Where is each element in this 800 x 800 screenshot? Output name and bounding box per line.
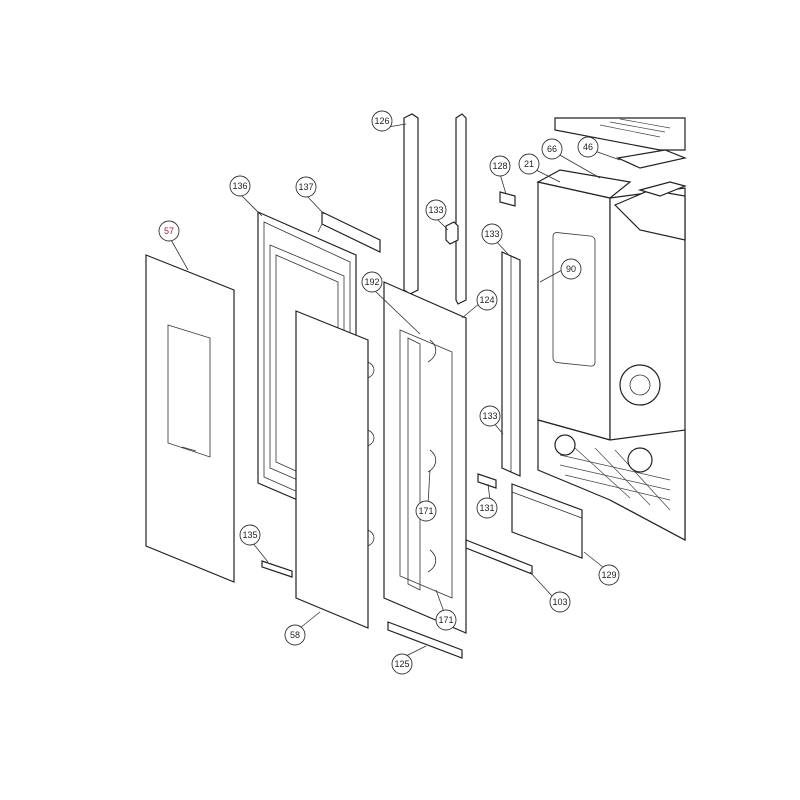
base-grid (559, 447, 671, 511)
callout-66: 66 (541, 138, 563, 160)
callout-label: 124 (479, 295, 494, 305)
callout-135: 135 (239, 524, 261, 546)
callout-136: 136 (229, 175, 251, 197)
callout-126: 126 (371, 110, 393, 132)
part-137-top-bracket (317, 211, 381, 253)
callout-128: 128 (489, 155, 511, 177)
part-133-top-clip (445, 221, 459, 245)
callout-171-upper: 171 (415, 500, 437, 522)
callout-label: 66 (547, 144, 557, 154)
callout-171-lower: 171 (435, 609, 457, 631)
callout-label: 128 (492, 161, 507, 171)
cabinet-top (536, 169, 632, 199)
pellet-hopper (613, 189, 686, 241)
callout-21: 21 (518, 153, 540, 175)
leader-lines (169, 123, 621, 657)
part-135-small-rail (261, 560, 293, 578)
callout-label: 90 (566, 264, 576, 274)
part-57-front-glass-panel (145, 254, 235, 583)
callout-label: 57 (164, 226, 174, 236)
callout-124: 124 (476, 289, 498, 311)
cabinet-front-frame (537, 181, 611, 441)
callout-137: 137 (295, 176, 317, 198)
callout-label: 131 (479, 503, 494, 513)
part-125-base-rail (387, 621, 463, 659)
part-124-door-panel (383, 281, 467, 634)
callout-57: 57 (158, 220, 180, 242)
callout-133-low: 133 (479, 405, 501, 427)
callout-label: 133 (484, 229, 499, 239)
callout-label: 21 (524, 159, 534, 169)
feed-motor (554, 434, 576, 456)
callout-125: 125 (391, 653, 413, 675)
stove-body (536, 117, 688, 541)
callout-label: 133 (428, 205, 443, 215)
callout-46: 46 (577, 136, 599, 158)
callout-label: 171 (438, 615, 453, 625)
part-131-clip (477, 473, 497, 489)
callout-label: 192 (364, 277, 379, 287)
callout-label: 133 (482, 411, 497, 421)
cabinet-window (552, 232, 596, 367)
part-129-bottom-plate (511, 483, 583, 559)
callout-label: 135 (242, 530, 257, 540)
callout-label: 136 (232, 181, 247, 191)
part-103-bottom-rail (465, 539, 533, 575)
callout-192: 192 (361, 271, 383, 293)
top-grill-plate (554, 117, 686, 151)
top-cover-plate (615, 149, 688, 169)
part-126-vertical-rail (403, 113, 467, 305)
hopper-lid (637, 181, 687, 197)
callout-label: 125 (394, 659, 409, 669)
callout-label: 129 (601, 570, 616, 580)
callout-label: 103 (552, 597, 567, 607)
callout-label: 171 (418, 506, 433, 516)
callout-label: 137 (298, 182, 313, 192)
top-grill-slats (599, 118, 671, 138)
callout-label: 46 (583, 142, 593, 152)
part-58-cover-panel (295, 310, 375, 629)
callout-131: 131 (476, 497, 498, 519)
callout-90: 90 (560, 258, 582, 280)
combustion-fan (619, 364, 661, 406)
callouts: 126 136 137 57 133 192 124 128 21 66 46 … (158, 110, 620, 675)
callout-129: 129 (598, 564, 620, 586)
callout-label: 126 (374, 116, 389, 126)
callout-58: 58 (284, 624, 306, 646)
callout-label: 58 (290, 630, 300, 640)
auger-motor (627, 447, 653, 473)
callout-133-mid: 133 (481, 223, 503, 245)
callout-133-top: 133 (425, 199, 447, 221)
cabinet-base (537, 419, 686, 541)
callout-103: 103 (549, 591, 571, 613)
part-133-side-strip (501, 251, 521, 477)
part-128-bracket (499, 191, 516, 207)
